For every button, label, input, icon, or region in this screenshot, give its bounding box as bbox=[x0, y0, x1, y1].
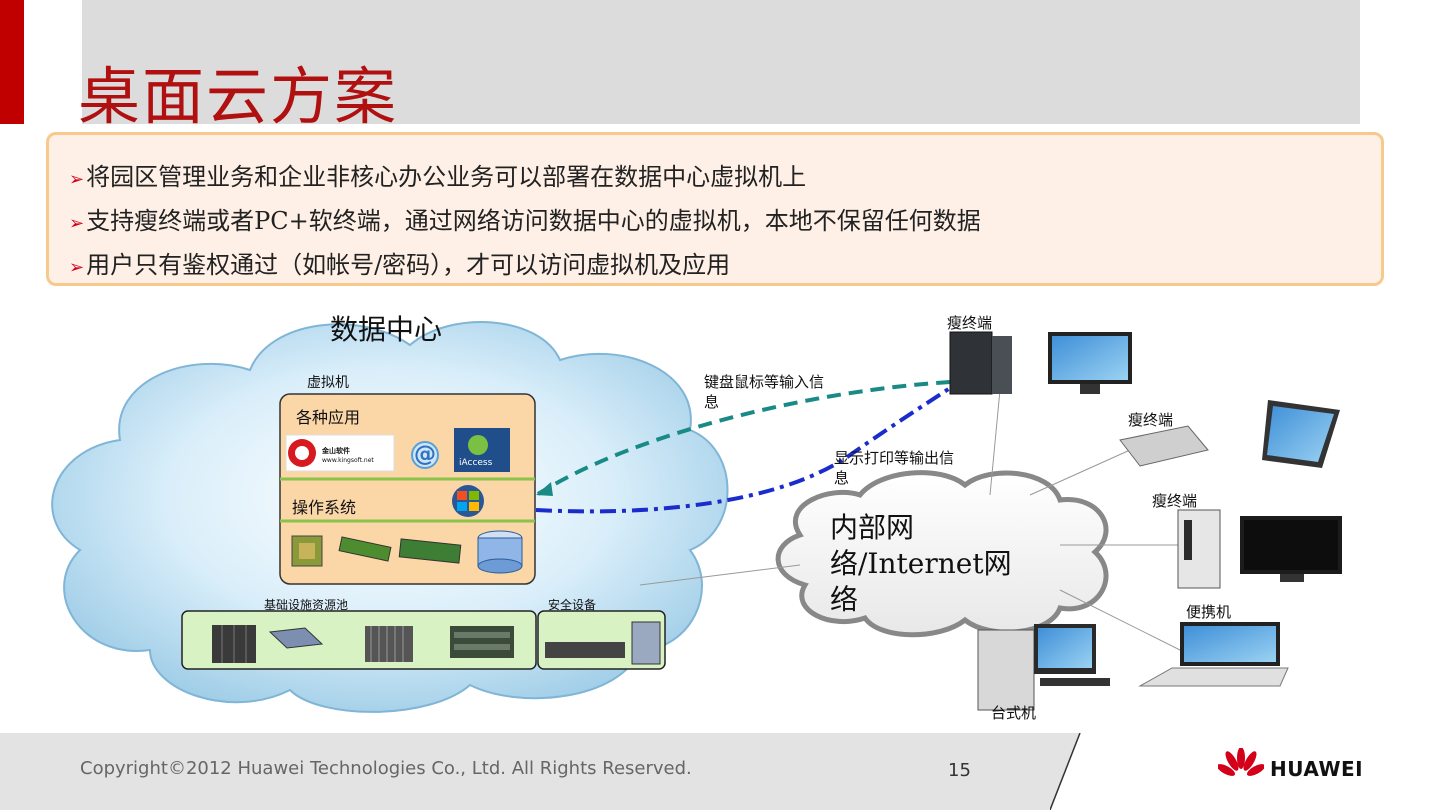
kingsoft-name: 金山软件 bbox=[322, 447, 350, 455]
storage-icon bbox=[477, 530, 523, 574]
blade-server-icon bbox=[365, 626, 413, 662]
thin-client-1-device bbox=[949, 331, 1132, 395]
infra-label: 基础设施资源池 bbox=[264, 598, 349, 612]
network-diagram: 数据中心 虚拟机 各种应用 金山软件 www.kingsoft.net @ iA… bbox=[0, 290, 1440, 730]
bullet-arrow-icon: ➢ bbox=[69, 213, 85, 234]
infra-pool-box bbox=[181, 610, 537, 670]
iaccess-label: iAccess bbox=[459, 458, 493, 468]
vm-label: 虚拟机 bbox=[307, 375, 349, 391]
page-number: 15 bbox=[948, 760, 971, 781]
bullet-item: ➢将园区管理业务和企业非核心办公业务可以部署在数据中心虚拟机上 bbox=[69, 157, 806, 192]
bullet-text: 将园区管理业务和企业非核心办公业务可以部署在数据中心虚拟机上 bbox=[86, 163, 807, 191]
desktop-label: 台式机 bbox=[991, 704, 1037, 722]
kingsoft-url: www.kingsoft.net bbox=[322, 457, 374, 464]
thin-client-3-device bbox=[1177, 509, 1342, 589]
switch-icon bbox=[450, 626, 514, 658]
cpu-icon bbox=[291, 535, 323, 567]
huawei-flower-logo-icon bbox=[1218, 748, 1264, 776]
bullet-text: 支持瘦终端或者PC+软终端，通过网络访问数据中心的虚拟机，本地不保留任何数据 bbox=[86, 207, 981, 235]
thin-client-2-label: 瘦终端 bbox=[1128, 411, 1174, 429]
thin-client-1-label: 瘦终端 bbox=[947, 314, 993, 332]
bullet-text: 用户只有鉴权通过（如帐号/密码），才可以访问虚拟机及应用 bbox=[86, 251, 731, 279]
brand-name: HUAWEI bbox=[1270, 757, 1364, 781]
os-label: 操作系统 bbox=[292, 498, 357, 517]
bullet-item: ➢支持瘦终端或者PC+软终端，通过网络访问数据中心的虚拟机，本地不保留任何数据 bbox=[69, 201, 981, 236]
memory-icon bbox=[338, 536, 392, 562]
input-flow-arrow bbox=[536, 380, 951, 496]
network-card-icon bbox=[398, 538, 462, 564]
bullet-item: ➢用户只有鉴权通过（如帐号/密码），才可以访问虚拟机及应用 bbox=[69, 245, 730, 280]
title-band bbox=[82, 0, 1360, 124]
apps-label: 各种应用 bbox=[296, 408, 361, 427]
desktop-device bbox=[977, 624, 1110, 711]
datacenter-label: 数据中心 bbox=[330, 313, 443, 346]
accent-bar bbox=[0, 0, 24, 124]
server-icon bbox=[212, 625, 256, 663]
page-title: 桌面云方案 bbox=[78, 60, 399, 133]
laptop-device bbox=[1138, 622, 1289, 687]
copyright-text: Copyright©2012 Huawei Technologies Co., … bbox=[80, 758, 692, 779]
laptop-label: 便携机 bbox=[1186, 603, 1232, 621]
bullet-arrow-icon: ➢ bbox=[69, 169, 85, 190]
at-symbol: @ bbox=[414, 442, 436, 467]
thin-client-2-device bbox=[1119, 400, 1340, 468]
at-icon bbox=[411, 441, 439, 469]
input-flow-label: 键盘鼠标等输入信息 bbox=[704, 373, 825, 411]
rack-server-icon bbox=[268, 627, 324, 649]
network-cloud bbox=[775, 470, 1109, 638]
thin-client-3-label: 瘦终端 bbox=[1152, 492, 1198, 510]
windows-logo-icon bbox=[452, 485, 484, 517]
output-flow-arrow bbox=[535, 378, 964, 514]
output-flow-label: 显示打印等输出信息 bbox=[834, 449, 955, 487]
firewall-icon bbox=[545, 621, 661, 665]
diagram-canvas bbox=[51, 321, 1342, 713]
bullet-arrow-icon: ➢ bbox=[69, 257, 85, 278]
network-label: 内部网络/Internet网络 bbox=[830, 511, 1012, 616]
footer-wedge bbox=[1050, 733, 1440, 810]
security-label: 安全设备 bbox=[548, 598, 597, 612]
bullet-box: ➢将园区管理业务和企业非核心办公业务可以部署在数据中心虚拟机上 ➢支持瘦终端或者… bbox=[46, 132, 1384, 286]
